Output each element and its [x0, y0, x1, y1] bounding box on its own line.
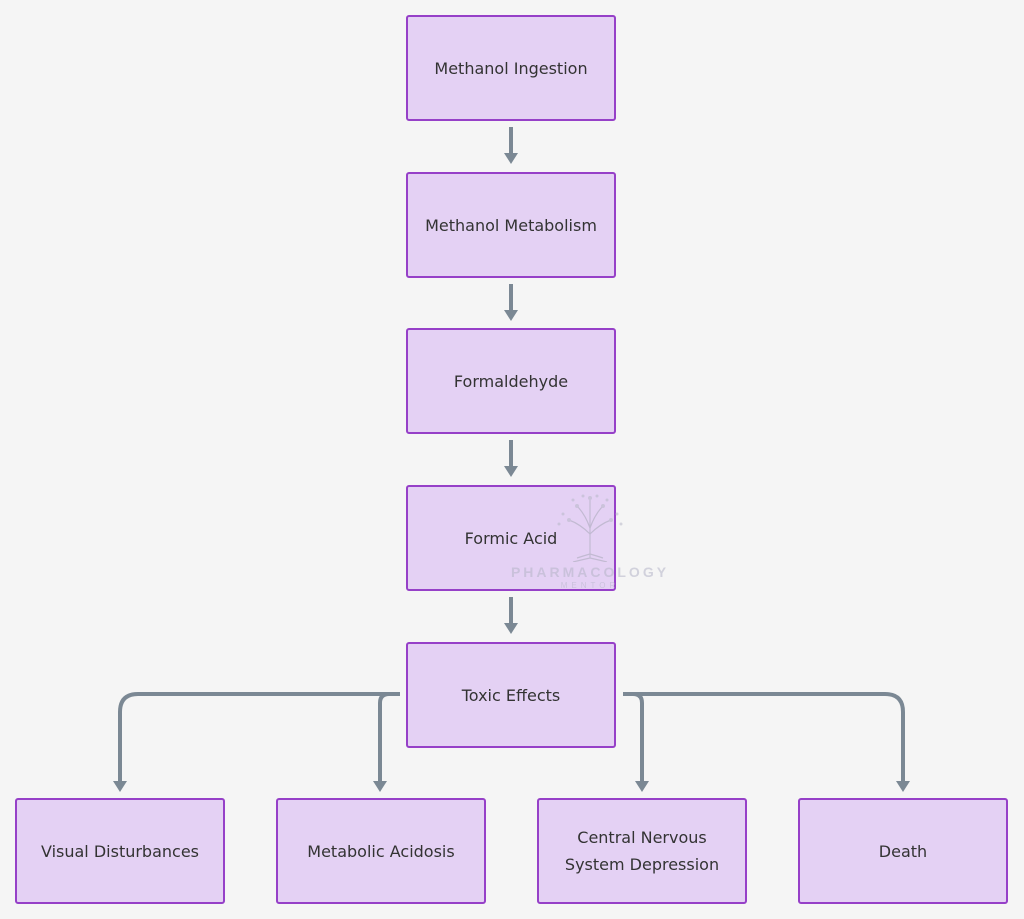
node-metabolic-acidosis: Metabolic Acidosis — [276, 798, 486, 904]
node-label: Metabolic Acidosis — [307, 841, 455, 861]
watermark-title: PHARMACOLOGY — [510, 564, 670, 580]
watermark: PHARMACOLOGY MENTOR — [505, 484, 675, 594]
node-death: Death — [798, 798, 1008, 904]
watermark-subtitle: MENTOR — [560, 581, 620, 590]
arrowhead — [504, 623, 518, 634]
node-label: Formaldehyde — [453, 371, 569, 391]
arrowhead — [504, 310, 518, 321]
node-label: Methanol Metabolism — [425, 215, 597, 235]
node-label: Formic Acid — [464, 528, 558, 548]
node-methanol-ingestion: Methanol Ingestion — [406, 15, 616, 121]
arrowhead — [896, 781, 910, 792]
node-label: Central Nervous System Depression — [564, 828, 720, 874]
node-label: Death — [878, 841, 928, 861]
node-formic-acid: Formic Acid — [406, 485, 616, 591]
node-methanol-metabolism: Methanol Metabolism — [406, 172, 616, 278]
arrowhead — [113, 781, 127, 792]
node-label: Visual Disturbances — [40, 841, 200, 861]
arrowhead — [504, 466, 518, 477]
node-toxic-effects: Toxic Effects — [406, 642, 616, 748]
node-formaldehyde: Formaldehyde — [406, 328, 616, 434]
edge-toxic-to-metabolic-acidosis — [378, 692, 400, 782]
arrowhead — [504, 153, 518, 164]
tree-logo-icon — [557, 494, 623, 562]
node-label: Methanol Ingestion — [434, 58, 588, 78]
arrowhead — [635, 781, 649, 792]
node-label: Toxic Effects — [461, 685, 561, 705]
node-cns-depression: Central Nervous System Depression — [537, 798, 747, 904]
edge-toxic-to-cns-depression — [623, 692, 644, 782]
arrowhead — [373, 781, 387, 792]
edge-toxic-to-visual-disturbances — [118, 692, 400, 782]
edge-toxic-to-death — [623, 692, 905, 782]
node-visual-disturbances: Visual Disturbances — [15, 798, 225, 904]
